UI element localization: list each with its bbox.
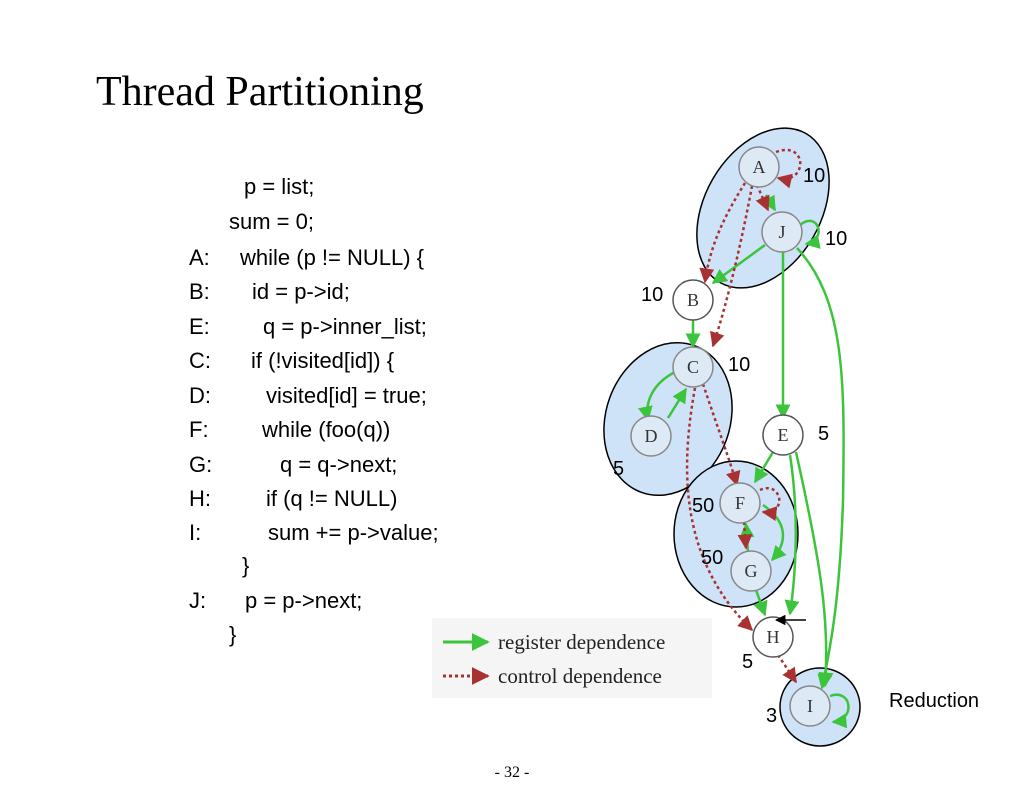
edge-a-j (755, 184, 770, 212)
edge-a-b (699, 182, 747, 284)
edge-c-h (685, 387, 754, 632)
edge-f-f (759, 487, 781, 522)
weight-i: 3 (766, 705, 777, 727)
svg-text:J: J (778, 222, 785, 242)
svg-text:G: G (745, 561, 758, 581)
weight-g: 50 (701, 547, 723, 569)
edge-g-h (753, 589, 768, 617)
svg-text:F: F (735, 493, 745, 513)
edge-d-c (666, 387, 688, 419)
edge-i-i (829, 693, 850, 729)
svg-text:B: B (687, 290, 699, 310)
weight-b: 10 (641, 284, 663, 306)
svg-text:A: A (753, 157, 766, 177)
edge-j-b (711, 243, 766, 285)
node-i: I (789, 685, 831, 727)
weight-d: 5 (613, 458, 624, 480)
node-f: F (719, 482, 761, 524)
page-number: - 32 - (494, 764, 530, 781)
svg-text:C: C (687, 357, 699, 377)
node-g: G (730, 550, 772, 592)
weight-h: 5 (742, 651, 753, 673)
weight-j: 10 (825, 228, 847, 250)
weight-f: 50 (692, 495, 714, 517)
edge-a-a (775, 148, 802, 189)
control-edges (685, 148, 802, 684)
node-e: E (762, 414, 804, 456)
legend-control-label: control dependence (498, 664, 662, 688)
slide-title: Thread Partitioning (96, 69, 424, 115)
edge-j-i (796, 247, 845, 690)
node-b: B (672, 279, 714, 321)
edge-e-i (794, 451, 834, 688)
svg-text:H: H (767, 627, 780, 647)
weight-e: 5 (818, 423, 829, 445)
legend-register-label: register dependence (498, 630, 665, 654)
svg-text:E: E (778, 425, 789, 445)
reduction-label: Reduction (889, 690, 979, 712)
node-a: A (738, 146, 780, 188)
edge-a-c (710, 185, 754, 348)
edge-e-f (753, 451, 775, 484)
svg-text:I: I (807, 696, 813, 716)
edge-c-f (701, 383, 741, 487)
node-j: J (761, 211, 803, 253)
node-h: H (752, 616, 794, 658)
node-weights: 10 10 10 10 5 5 50 50 5 3 (613, 165, 847, 727)
weight-a: 10 (803, 165, 825, 187)
weight-c: 10 (728, 354, 750, 376)
svg-text:D: D (645, 426, 658, 446)
edge-e-h (784, 454, 800, 616)
node-c: C (672, 346, 714, 388)
edge-j-j (799, 219, 821, 249)
legend: register dependence control dependence (432, 618, 712, 698)
node-d: D (630, 415, 672, 457)
edge-f-g (737, 521, 753, 550)
graph-nodes: A J B C D E F G (630, 146, 831, 727)
